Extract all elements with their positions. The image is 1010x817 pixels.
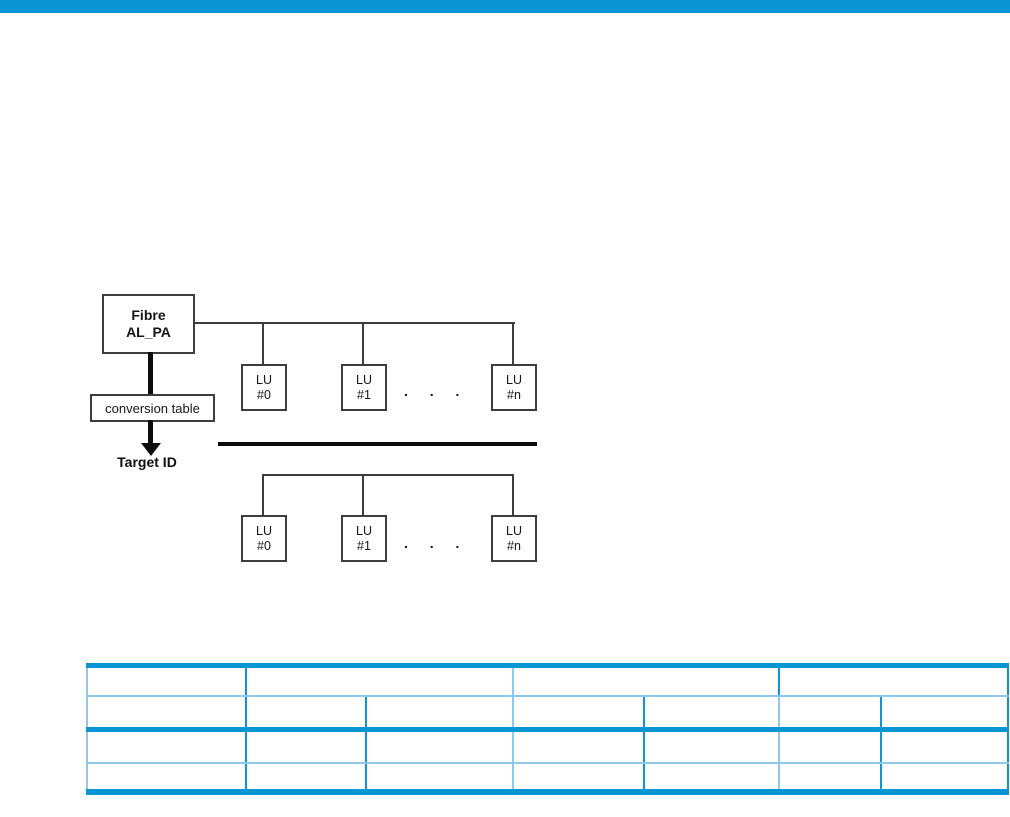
upper-bus-line	[195, 322, 515, 324]
table-cell	[881, 763, 1008, 792]
table-header-cell-2	[246, 665, 514, 697]
table-header-cell-4	[779, 665, 1008, 697]
lower-drop-line-n	[512, 474, 514, 516]
table-cell	[779, 729, 882, 764]
arrowhead-icon	[141, 443, 161, 456]
table-cell	[779, 762, 882, 792]
table-header-cell-3	[513, 665, 780, 697]
upper-lu0-box: LU #0	[241, 364, 287, 411]
table-cell	[246, 729, 367, 764]
lower-ellipsis-dots: . . .	[404, 535, 469, 551]
lower-drop-line-1	[362, 474, 364, 516]
upper-lu0-line1: LU	[256, 372, 272, 387]
lower-lu0-line2: #0	[257, 538, 271, 553]
table-cell	[87, 729, 247, 764]
table-cell	[644, 762, 780, 792]
lower-lu1-line2: #1	[357, 538, 371, 553]
upper-lu1-line1: LU	[356, 372, 372, 387]
table-cell	[779, 695, 882, 732]
upper-drop-line-1	[362, 322, 364, 364]
fibre-alpa-line1: Fibre	[131, 307, 166, 323]
table-cell	[513, 695, 645, 732]
lower-lun-line2: #n	[507, 538, 521, 553]
lower-lu1-line1: LU	[356, 523, 372, 538]
arrow-shaft-to-conversion	[148, 352, 153, 396]
lower-lun-line1: LU	[506, 523, 522, 538]
table-header-row	[87, 665, 1008, 697]
table-cell	[366, 729, 514, 764]
upper-lun-line1: LU	[506, 372, 522, 387]
data-table	[86, 663, 1009, 795]
table-cell	[246, 695, 367, 732]
separator-line	[218, 442, 537, 446]
upper-drop-line-n	[512, 322, 514, 364]
table-header-cell-1	[87, 665, 247, 697]
arrow-shaft-to-target	[148, 420, 153, 445]
conversion-table-box: conversion table	[90, 394, 215, 422]
fibre-alpa-line2: AL_PA	[126, 324, 171, 340]
target-id-label: Target ID	[117, 454, 177, 470]
lower-drop-line-0	[262, 474, 264, 516]
table-cell	[881, 695, 1008, 732]
upper-lu0-line2: #0	[257, 387, 271, 402]
table-row-1	[87, 695, 1008, 732]
table-cell	[644, 695, 780, 732]
conversion-table-label: conversion table	[105, 400, 200, 416]
fibre-alpa-box: Fibre AL_PA	[102, 294, 195, 354]
lower-lun-box: LU #n	[491, 515, 537, 562]
upper-lun-box: LU #n	[491, 364, 537, 411]
lower-bus-line	[262, 474, 514, 476]
upper-drop-line-0	[262, 322, 264, 364]
table-cell	[513, 729, 645, 764]
page-accent-bar	[0, 0, 1010, 13]
upper-ellipsis-dots: . . .	[404, 383, 469, 399]
table-cell	[644, 729, 780, 764]
upper-lu1-line2: #1	[357, 387, 371, 402]
upper-lu1-box: LU #1	[341, 364, 387, 411]
table-row-3	[87, 762, 1008, 792]
table-cell	[881, 729, 1008, 764]
upper-lun-line2: #n	[507, 387, 521, 402]
table-cell	[246, 762, 367, 792]
table-cell	[513, 762, 645, 792]
table-cell	[87, 695, 247, 732]
lower-lu1-box: LU #1	[341, 515, 387, 562]
table-cell	[366, 695, 514, 732]
table-cell	[87, 762, 247, 792]
lower-lu0-line1: LU	[256, 523, 272, 538]
table-row-2	[87, 729, 1008, 764]
table-cell	[366, 762, 514, 792]
lower-lu0-box: LU #0	[241, 515, 287, 562]
